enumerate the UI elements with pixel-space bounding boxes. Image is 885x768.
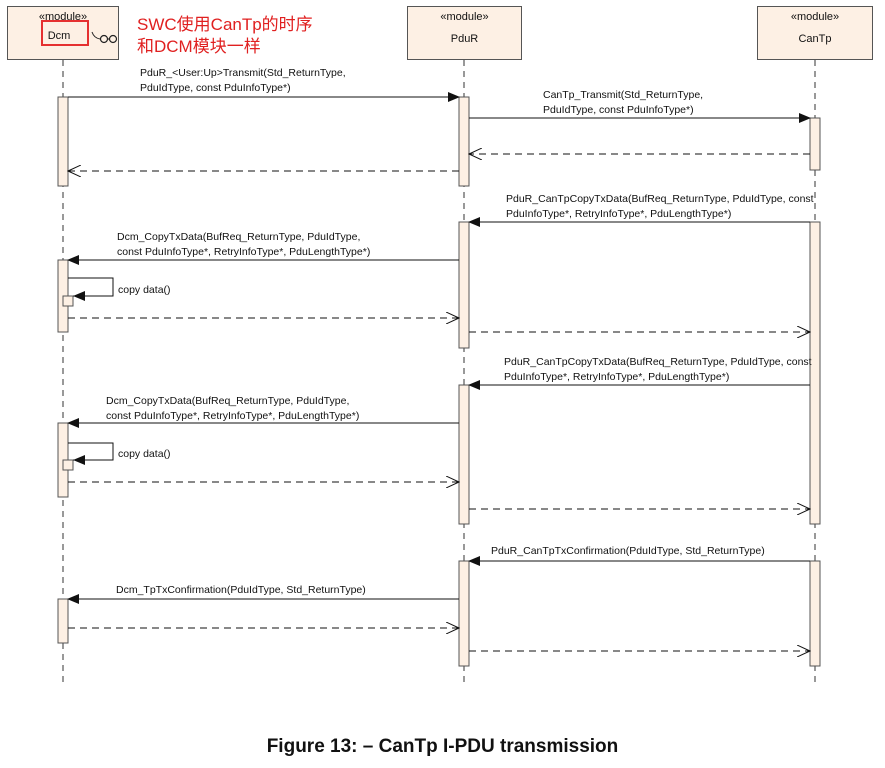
msg-label-txconfirm-dcm: Dcm_TpTxConfirmation(PduIdType, Std_Retu… [116,584,366,596]
dcm-highlight-box [41,20,89,46]
self-call-copy-data-1 [68,277,114,297]
activation-cantp-1 [809,117,821,171]
activation-pdur-1 [458,96,470,187]
activation-pdur-4 [458,560,470,667]
lifeline-dcm-name: Dcm [47,30,71,42]
lifeline-dcm: «module» Dcm [7,6,119,60]
msg-label-copy-data-2: copy data() [118,448,171,460]
lifeline-pdur-stereotype: «module» [440,11,489,23]
msg-label-copytx-cantp-1: PduR_CanTpCopyTxData(BufReq_ReturnType, … [506,193,814,220]
msg-label-copytx-cantp-2: PduR_CanTpCopyTxData(BufReq_ReturnType, … [504,356,812,383]
lifeline-pdur: «module» PduR [407,6,522,60]
component-icon [91,31,118,44]
self-call-copy-data-2 [68,442,114,461]
activation-dcm-4 [57,598,69,644]
activation-cantp-3 [809,560,821,667]
activation-pdur-3 [458,384,470,525]
lifeline-pdur-name: PduR [450,33,479,45]
msg-label-cantp-transmit: CanTp_Transmit(Std_ReturnType, PduIdType… [543,89,704,116]
msg-label-copy-data-1: copy data() [118,284,171,296]
lifeline-cantp: «module» CanTp [757,6,873,60]
figure-caption: Figure 13: – CanTp I-PDU transmission [266,736,619,757]
annotation-note: SWC使用CanTp的时序 和DCM模块一样 [137,15,313,56]
activation-dcm-3-nested [62,459,74,471]
msg-label-copytx-dcm-1: Dcm_CopyTxData(BufReq_ReturnType, PduIdT… [117,231,371,258]
msg-label-copytx-dcm-2: Dcm_CopyTxData(BufReq_ReturnType, PduIdT… [106,395,360,422]
activation-dcm-2-nested [62,295,74,307]
lifeline-cantp-name: CanTp [798,33,832,45]
lifeline-cantp-stereotype: «module» [790,11,840,23]
activation-cantp-2 [809,221,821,525]
activation-pdur-2 [458,221,470,349]
activation-dcm-1 [57,96,69,187]
msg-label-txconfirm-cantp: PduR_CanTpTxConfirmation(PduIdType, Std_… [491,545,765,557]
msg-label-pdur-transmit: PduR_<User:Up>Transmit(Std_ReturnType, P… [140,67,346,94]
